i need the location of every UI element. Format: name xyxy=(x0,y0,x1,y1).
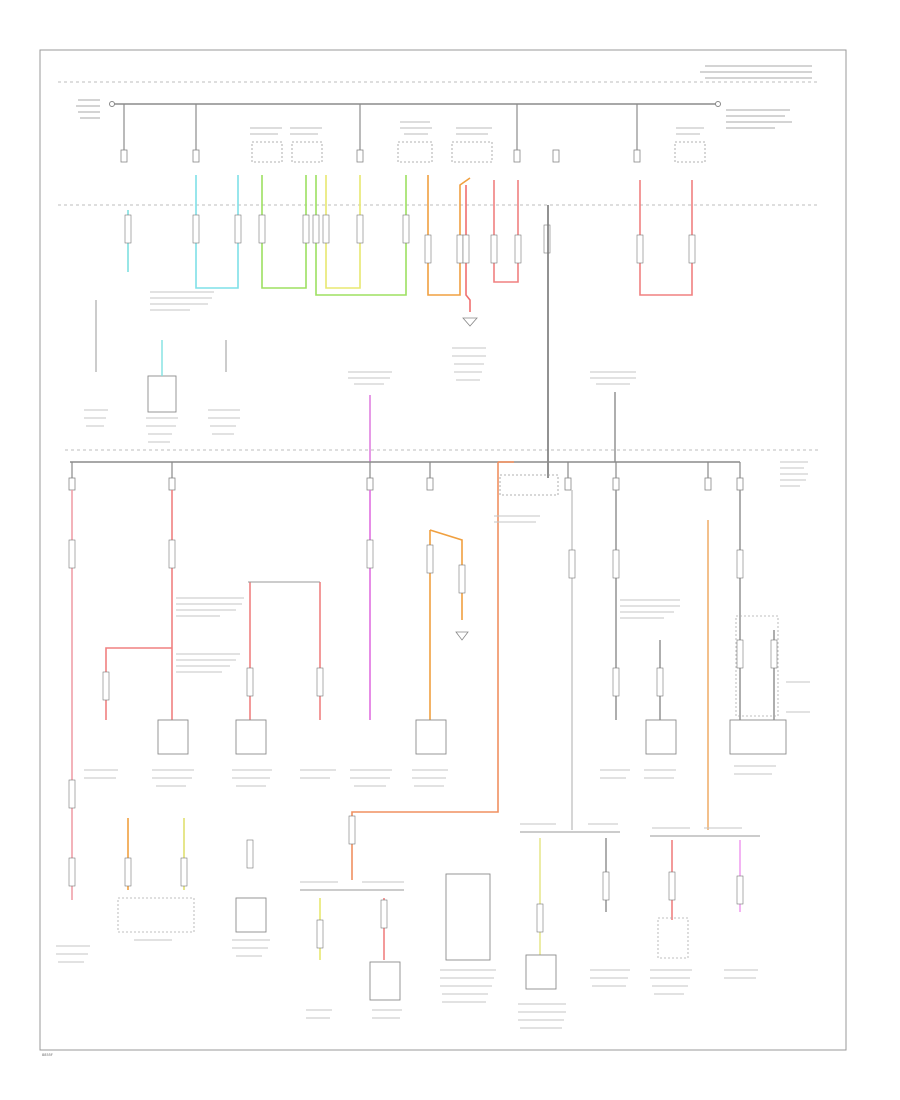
figure-id: 8855F xyxy=(42,1053,53,1057)
connector-block-left xyxy=(117,897,195,933)
connector-block-right xyxy=(657,917,689,959)
bus-left-label xyxy=(76,99,100,119)
bus-left-terminal xyxy=(109,101,115,107)
top-fuse-drops xyxy=(123,104,638,150)
header-text xyxy=(700,65,812,79)
illegible-labels xyxy=(56,291,810,1029)
ground-symbol-upper xyxy=(462,317,478,327)
lower-splice-lines xyxy=(248,581,760,891)
ground-symbols-lower xyxy=(455,631,469,641)
fuse-drops-middle xyxy=(71,462,741,478)
lower-connectors xyxy=(68,539,778,949)
bus-right-label xyxy=(726,109,792,129)
upper-connectors xyxy=(124,214,696,264)
bus-right-terminal xyxy=(715,101,721,107)
relay-labels xyxy=(250,121,704,135)
diagram-frame xyxy=(39,49,847,1051)
upper-left-components xyxy=(95,300,227,413)
switch-box xyxy=(735,615,779,717)
top-fuses xyxy=(120,149,641,163)
junction-box xyxy=(499,474,559,496)
top-relays xyxy=(251,141,706,163)
trunk-wires xyxy=(369,205,616,478)
lower-components xyxy=(117,615,787,1001)
middle-fuses xyxy=(68,477,744,491)
lower-wires xyxy=(71,461,775,960)
